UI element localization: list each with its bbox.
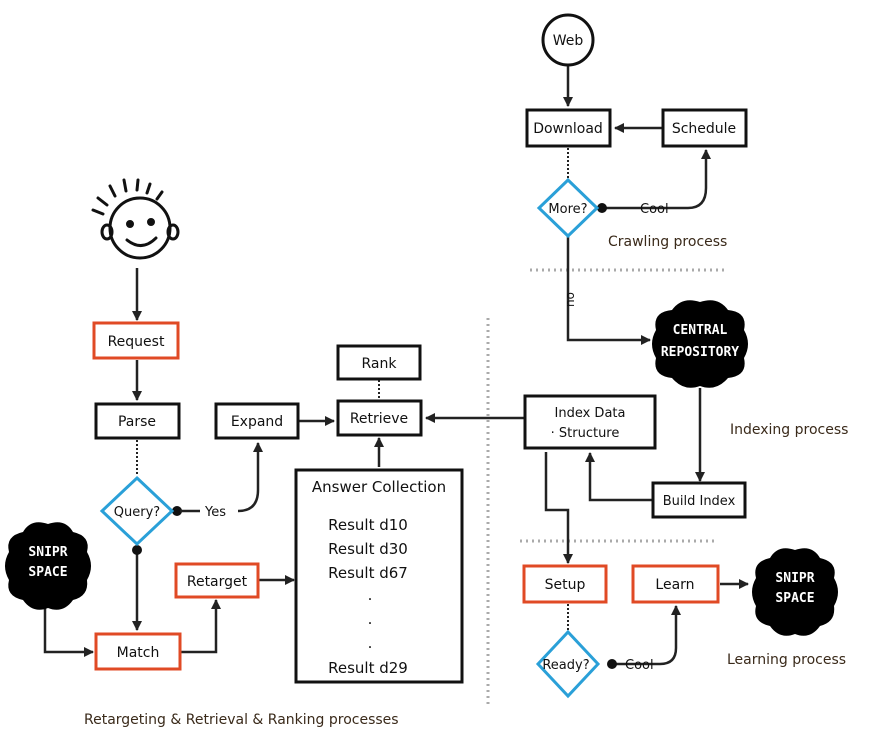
more-label: More? (548, 202, 587, 217)
central-label-1: CENTRAL (673, 323, 728, 338)
match-box (94, 632, 182, 671)
match-label: Match (117, 645, 160, 661)
result-item-last: Result d29 (328, 659, 408, 677)
snipr-right-label-2: SPACE (775, 591, 814, 606)
rank-box (336, 344, 422, 381)
arrow-indexdata-setup (544, 452, 573, 564)
result-item: Result d10 (328, 516, 408, 534)
decision-knobs (132, 203, 617, 669)
request-label: Request (108, 334, 165, 350)
indexing-caption: Indexing process (730, 422, 848, 438)
answer-collection-box (294, 468, 464, 684)
snipr-right-label-1: SNIPR (775, 571, 814, 586)
cool-bottom-label: Cool (625, 658, 654, 673)
crawling-caption: Crawling process (608, 234, 727, 250)
snipr-left-label-1: SNIPR (28, 545, 67, 560)
result-ellipsis: . (368, 586, 373, 604)
snipr-left-label-2: SPACE (28, 565, 67, 580)
knob-more (597, 203, 607, 213)
index-data-label-1: Index Data (555, 406, 626, 421)
arrow-more-central (566, 236, 651, 345)
build-index-label: Build Index (663, 494, 736, 509)
knob-query-bottom (132, 545, 142, 555)
arrow-build-indexdata (585, 452, 653, 502)
cool-top-label: Cool (640, 202, 669, 217)
parse-label: Parse (118, 414, 156, 430)
retrieve-label: Retrieve (350, 411, 408, 427)
result-ellipsis: . (368, 634, 373, 652)
ready-decision (535, 629, 601, 699)
central-label-2: REPOSITORY (661, 345, 739, 360)
expand-label: Expand (231, 414, 283, 430)
query-decision (99, 475, 175, 547)
setup-box (522, 564, 608, 604)
web-label: Web (553, 33, 584, 49)
retarget-box (174, 562, 260, 599)
query-label: Query? (114, 505, 160, 520)
snipr-space-left-blob (5, 522, 91, 610)
index-data-label-2: · Structure (551, 426, 620, 441)
download-label: Download (533, 121, 603, 137)
learn-box (631, 564, 720, 604)
schedule-box (661, 108, 748, 148)
index-data-box (523, 394, 657, 450)
arrow-cool-learn (614, 605, 681, 666)
knob-query-yes (172, 506, 182, 516)
yes-label: Yes (204, 505, 226, 520)
result-item: Result d67 (328, 564, 408, 582)
setup-label: Setup (545, 577, 586, 593)
ready-label: Ready? (542, 658, 589, 673)
connectors (43, 64, 749, 666)
more-decision (536, 177, 600, 239)
learn-label: Learn (655, 577, 694, 593)
expand-box (214, 402, 300, 440)
user-face-icon (91, 178, 180, 260)
web-node (541, 13, 595, 67)
retrieve-box (336, 399, 423, 437)
central-repository-blob (652, 300, 748, 388)
parse-box (94, 402, 181, 440)
download-box (525, 108, 612, 148)
build-index-box (651, 481, 747, 519)
retargeting-caption: Retargeting & Retrieval & Ranking proces… (84, 712, 399, 728)
no-label: no (563, 292, 577, 307)
knob-ready (607, 659, 617, 669)
request-box (92, 321, 180, 360)
schedule-label: Schedule (672, 121, 736, 137)
snipr-space-right-blob (752, 548, 838, 636)
answer-collection-title: Answer Collection (312, 478, 446, 496)
result-item: Result d30 (328, 540, 408, 558)
arrow-yes-expand (237, 442, 263, 513)
arrow-snipr-match (43, 598, 94, 657)
rank-label: Rank (362, 356, 398, 372)
section-separators (486, 268, 725, 705)
learning-caption: Learning process (727, 652, 846, 668)
arrow-cool-schedule (604, 149, 711, 210)
retarget-label: Retarget (187, 574, 248, 590)
arrow-match-retarget (181, 599, 221, 654)
result-ellipsis: . (368, 610, 373, 628)
